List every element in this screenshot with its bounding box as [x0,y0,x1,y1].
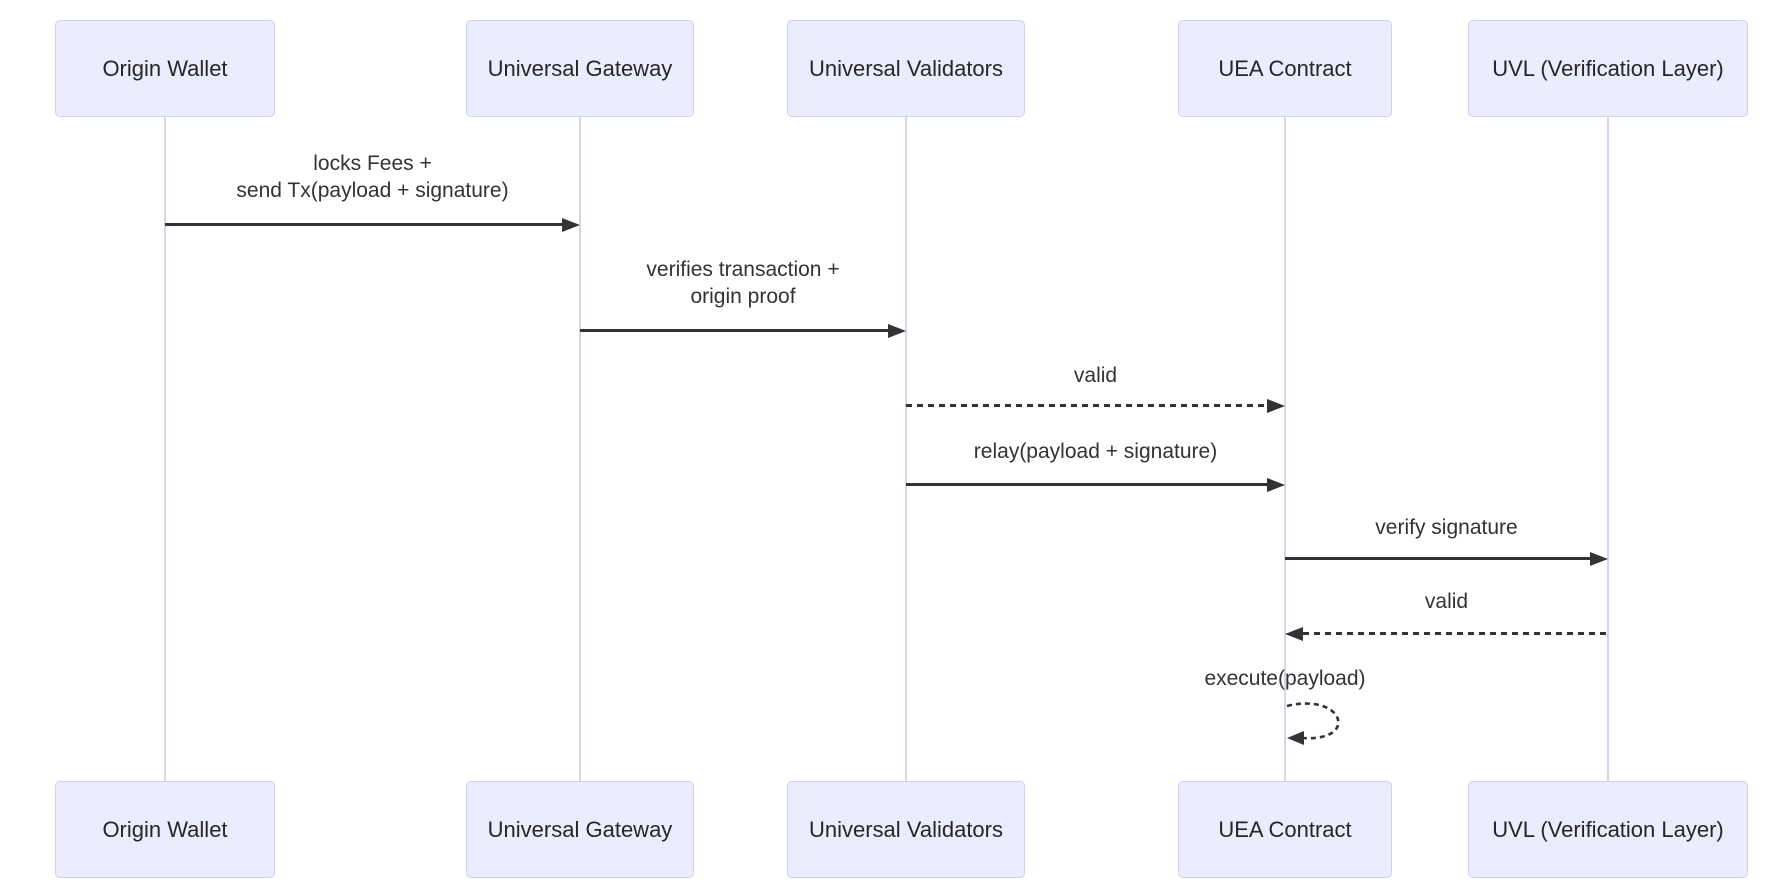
lifeline-universal-gateway [579,117,581,781]
message-label-relay: relay(payload + signature) [973,440,1218,463]
lifeline-uea-contract [1284,117,1286,781]
lifeline-universal-validators [905,117,907,781]
actor-bottom-universal-validators: Universal Validators [787,781,1025,878]
arrowhead-icon [1267,478,1285,492]
message-label-valid-2: valid [1424,590,1469,613]
actor-label: Origin Wallet [102,816,228,842]
message-arrow-line [165,223,564,226]
lifeline-origin-wallet [164,117,166,781]
actor-label: UEA Contract [1218,55,1352,81]
message-arrow-line [1285,557,1592,560]
message-label-verifies-transaction: verifies transaction + origin proof [646,258,840,308]
message-label-locks-fees: locks Fees + send Tx(payload + signature… [236,152,509,202]
actor-label: Universal Gateway [487,55,673,81]
actor-top-origin-wallet: Origin Wallet [55,20,275,117]
actor-label: UVL (Verification Layer) [1492,816,1724,842]
actor-label: Universal Validators [808,816,1003,842]
arrowhead-icon [562,218,580,232]
actor-top-uea-contract: UEA Contract [1178,20,1392,117]
actor-label: Universal Gateway [487,816,673,842]
message-arrow-line [580,329,890,332]
actor-label: UEA Contract [1218,816,1352,842]
lifeline-uvl-verification-layer [1607,117,1609,781]
actor-label: Origin Wallet [102,55,228,81]
actor-bottom-universal-gateway: Universal Gateway [466,781,694,878]
message-label-valid-1: valid [1073,364,1118,387]
actor-label: Universal Validators [808,55,1003,81]
actor-top-universal-gateway: Universal Gateway [466,20,694,117]
actor-top-uvl-verification-layer: UVL (Verification Layer) [1468,20,1748,117]
arrowhead-icon [1285,627,1303,641]
actor-top-universal-validators: Universal Validators [787,20,1025,117]
actor-bottom-origin-wallet: Origin Wallet [55,781,275,878]
message-arrow-line [1303,632,1608,635]
message-arrow-line [906,404,1269,407]
arrowhead-icon [1590,552,1608,566]
message-arrow-line [906,483,1269,486]
message-label-verify-signature: verify signature [1375,516,1518,539]
arrowhead-icon [1267,399,1285,413]
arrowhead-icon [888,324,906,338]
actor-bottom-uvl-verification-layer: UVL (Verification Layer) [1468,781,1748,878]
actor-bottom-uea-contract: UEA Contract [1178,781,1392,878]
actor-label: UVL (Verification Layer) [1492,55,1724,81]
self-loop-arrow-icon [1286,702,1340,745]
message-label-execute-payload: execute(payload) [1204,667,1366,690]
